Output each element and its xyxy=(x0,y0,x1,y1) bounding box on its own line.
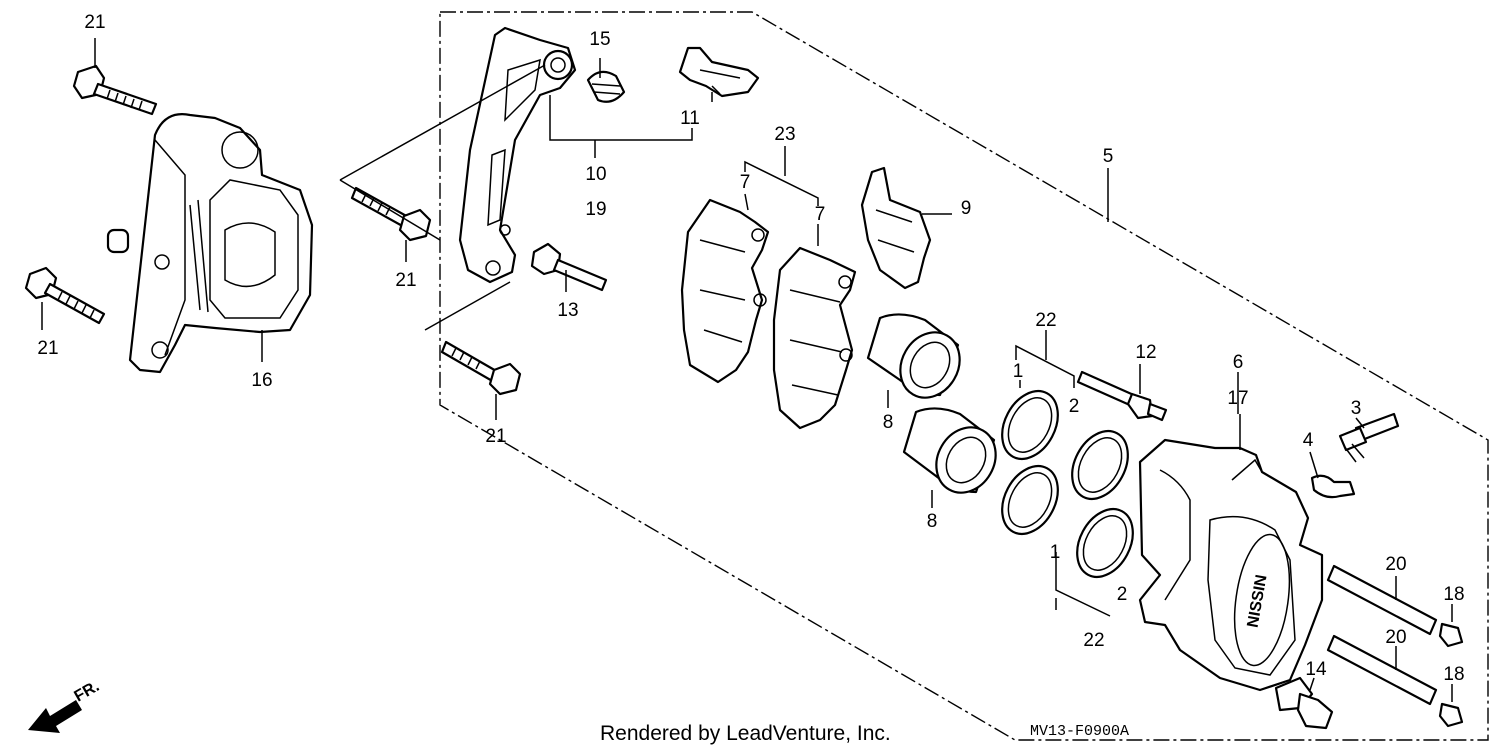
bolt-14[interactable] xyxy=(1274,676,1334,730)
callout-12: 12 xyxy=(1135,342,1156,363)
bolt-21-top-left[interactable] xyxy=(72,64,158,116)
callout-19: 19 xyxy=(585,199,606,220)
retainer-11[interactable] xyxy=(678,46,760,98)
callout-21-left: 21 xyxy=(37,338,58,359)
callout-11: 11 xyxy=(680,108,700,129)
brake-pad-7-rear[interactable] xyxy=(772,246,857,430)
callout-7-rear: 7 xyxy=(815,204,826,225)
plug-18-upper[interactable] xyxy=(1438,622,1464,648)
callout-9: 9 xyxy=(961,198,972,219)
callout-6: 6 xyxy=(1233,352,1244,373)
plug-18-lower[interactable] xyxy=(1438,702,1464,728)
callout-20-lower: 20 xyxy=(1385,627,1406,648)
callout-23: 23 xyxy=(774,124,795,145)
callout-8-upper: 8 xyxy=(883,412,894,433)
caliper-bracket-10[interactable] xyxy=(458,26,577,284)
bolt-21-left[interactable] xyxy=(24,266,106,325)
seal-2-lower[interactable] xyxy=(1066,499,1144,586)
callout-8-lower: 8 xyxy=(927,511,938,532)
diagram-code: MV13-F0900A xyxy=(1030,723,1129,740)
front-direction-indicator: FR. xyxy=(28,678,102,733)
callout-13: 13 xyxy=(557,300,578,321)
callout-22-top: 22 xyxy=(1035,310,1056,331)
pin-12[interactable] xyxy=(1076,370,1168,422)
bolt-21-bottom[interactable] xyxy=(440,340,522,396)
callout-22-bottom: 22 xyxy=(1083,630,1104,651)
callout-14: 14 xyxy=(1305,659,1327,680)
bleeder-screw-3[interactable] xyxy=(1338,412,1400,463)
callout-7-front: 7 xyxy=(740,172,751,193)
callout-10: 10 xyxy=(585,164,606,185)
callout-21-middle: 21 xyxy=(395,270,416,291)
callout-2-lower: 2 xyxy=(1117,584,1128,605)
seal-1-lower[interactable] xyxy=(991,456,1069,543)
bolt-21-middle[interactable] xyxy=(350,186,432,242)
callout-21-top: 21 xyxy=(84,12,105,33)
boot-15[interactable] xyxy=(586,70,626,103)
footer-credit: Rendered by LeadVenture, Inc. xyxy=(600,722,891,745)
brake-pad-7-front[interactable] xyxy=(680,198,770,384)
pin-13[interactable] xyxy=(530,242,608,292)
callout-20-upper: 20 xyxy=(1385,554,1406,575)
callout-17: 17 xyxy=(1227,388,1248,409)
caliper-body-6[interactable]: NISSIN xyxy=(1138,438,1324,692)
caliper-assembly-16[interactable] xyxy=(106,113,314,374)
callout-1-lower: 1 xyxy=(1050,542,1061,563)
piston-8-lower[interactable] xyxy=(902,407,1007,503)
callout-labels: 21 21 16 15 11 10 19 21 13 21 23 7 7 9 5… xyxy=(37,12,1464,685)
callout-2-upper: 2 xyxy=(1069,396,1080,417)
callout-3: 3 xyxy=(1351,398,1362,419)
callout-21-bottom: 21 xyxy=(485,426,506,447)
assembly-outline xyxy=(439,11,1489,741)
callout-18-lower: 18 xyxy=(1443,664,1464,685)
callout-1-upper: 1 xyxy=(1013,361,1024,382)
piston-8-upper[interactable] xyxy=(866,313,971,408)
front-arrow-icon xyxy=(28,700,82,733)
bleeder-cap-4[interactable] xyxy=(1310,474,1356,499)
callout-4: 4 xyxy=(1303,430,1314,451)
pad-spring-9[interactable] xyxy=(860,166,932,290)
seal-1-upper[interactable] xyxy=(991,381,1069,468)
seal-2-upper[interactable] xyxy=(1061,421,1139,508)
leader-lines xyxy=(41,38,1453,702)
callout-15: 15 xyxy=(589,29,610,50)
pin-20-lower[interactable] xyxy=(1326,634,1438,706)
callout-16: 16 xyxy=(251,370,272,391)
pin-20-upper[interactable] xyxy=(1326,564,1438,636)
callout-18-upper: 18 xyxy=(1443,584,1464,605)
callout-5: 5 xyxy=(1103,146,1114,167)
